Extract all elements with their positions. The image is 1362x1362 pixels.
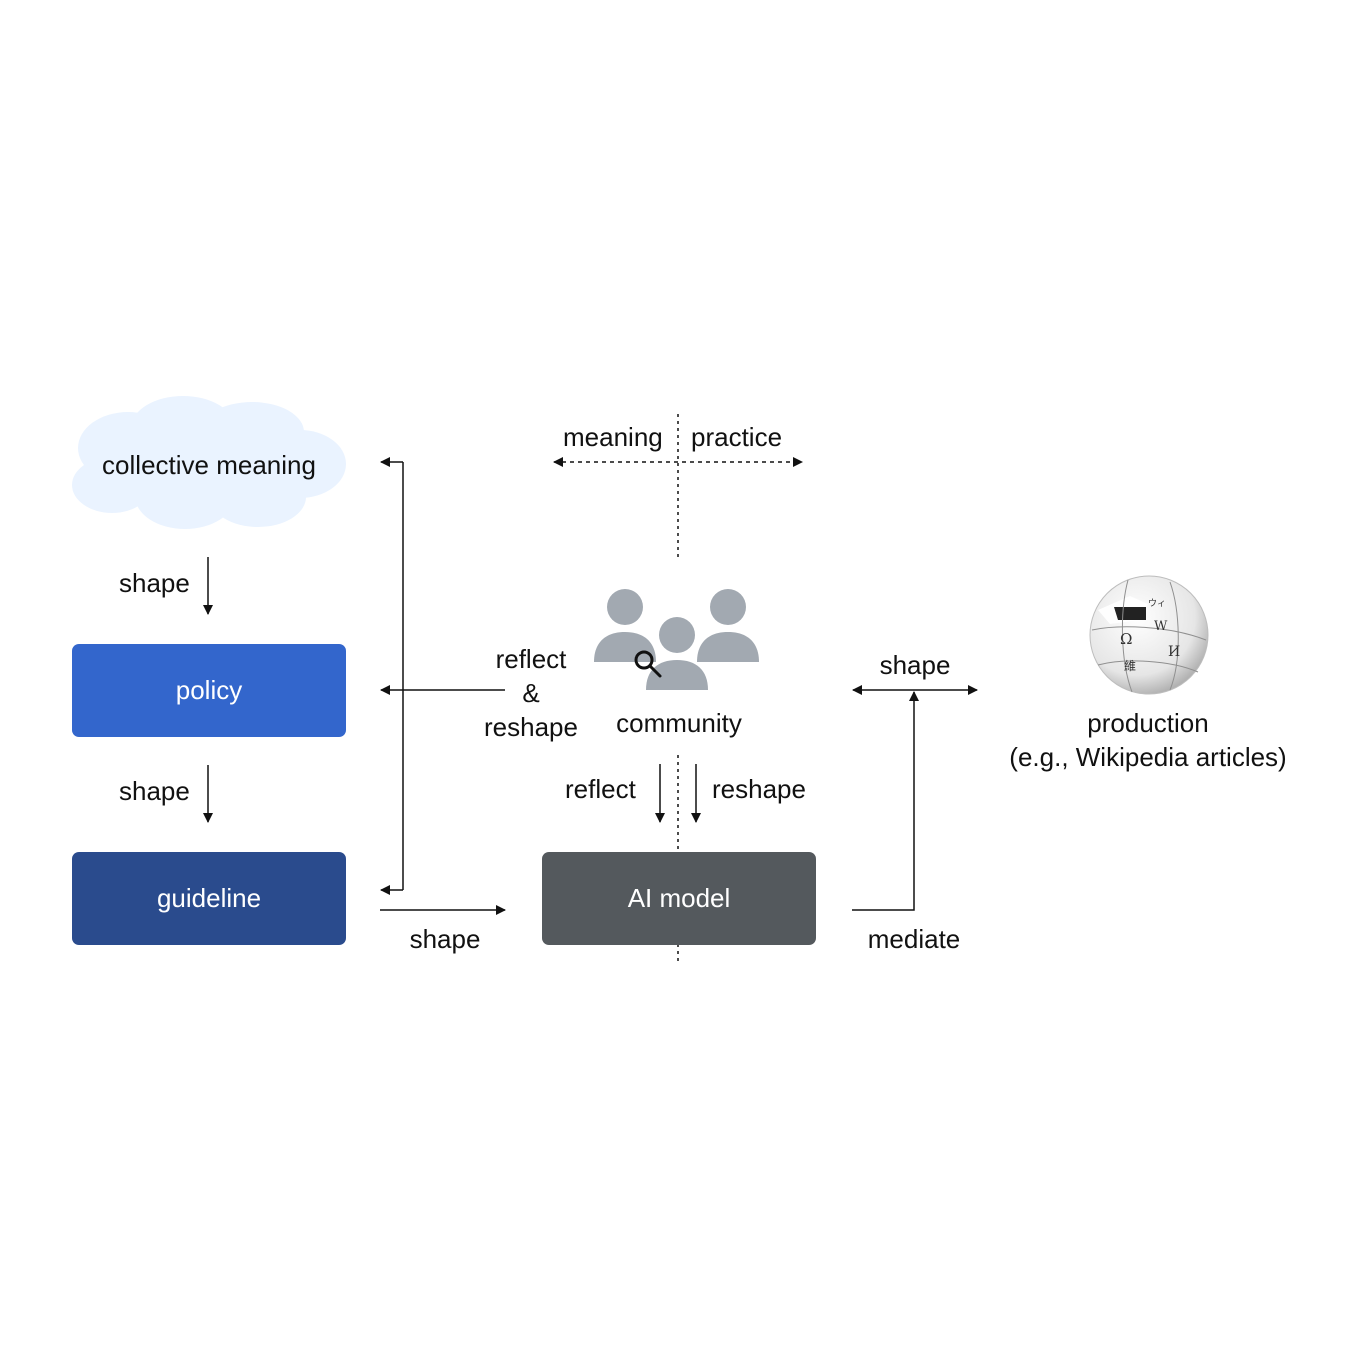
globe-glyph-wi: ウィ [1148, 598, 1166, 609]
globe-glyph-i: И [1168, 644, 1180, 660]
collective-meaning-label: collective meaning [102, 450, 316, 480]
production-label: production [1087, 708, 1209, 738]
globe-glyph-wei: 維 [1124, 659, 1136, 673]
community-label: community [616, 708, 742, 738]
community-icon [594, 589, 759, 690]
cloud-shape [72, 396, 346, 529]
guideline-box: guideline [72, 852, 346, 945]
reflect-reshape-line2: reshape [484, 712, 578, 742]
globe-glyph-w: W [1154, 619, 1168, 634]
shape-label-meaning-policy: shape [119, 568, 190, 598]
magnifier-icon [634, 650, 662, 678]
shape-label-guideline-ai: shape [409, 924, 481, 954]
mediate-label: mediate [867, 924, 961, 954]
guideline-label: guideline [156, 883, 262, 913]
shape-label-policy-guideline: shape [119, 776, 190, 806]
reshape-label: reshape [712, 774, 806, 804]
reflect-reshape-amp: & [522, 678, 540, 708]
practice-label: practice [691, 422, 783, 452]
shape-label-production: shape [879, 650, 951, 680]
meaning-label: meaning [563, 422, 663, 452]
policy-label: policy [175, 675, 243, 705]
reflect-label: reflect [565, 774, 636, 804]
policy-box: policy [72, 644, 346, 737]
wikipedia-globe-icon: Ω W И 維 ウィ [1089, 575, 1209, 695]
ai-model-box: AI model [542, 852, 816, 945]
globe-glyph-omega: Ω [1120, 630, 1132, 648]
arrow-mediate [852, 691, 919, 911]
reflect-reshape-line1: reflect [495, 644, 567, 674]
ai-model-label: AI model [627, 883, 731, 913]
production-sublabel: (e.g., Wikipedia articles) [1009, 742, 1287, 772]
